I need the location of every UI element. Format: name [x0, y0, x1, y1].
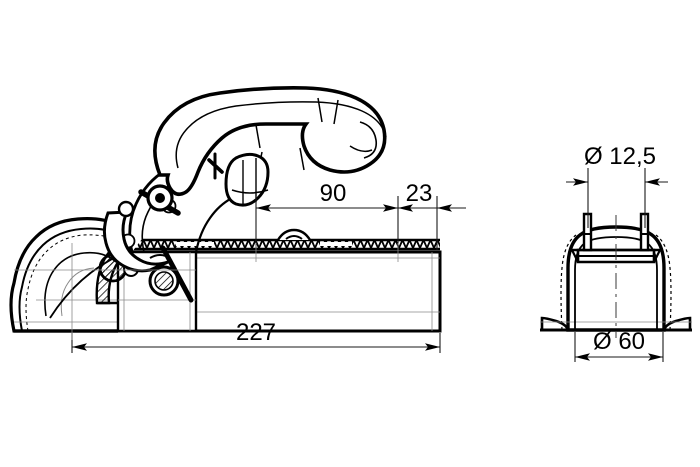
housing-diameter-text: Ø 60: [593, 328, 645, 355]
ninety-twentythree-dimension-group: 90 23: [255, 180, 466, 250]
draw-tube: [116, 228, 442, 333]
front-bolt-post-left: [582, 212, 593, 252]
bolt-diameter-text: Ø 12,5: [584, 143, 656, 170]
overall-length-dimension-group: 227: [71, 319, 441, 353]
overall-length-text: 227: [236, 319, 276, 346]
lever-nose-tab: [224, 152, 270, 207]
hand-lever-handle: [153, 86, 387, 197]
housing-diameter-dimension-group: Ø 60: [574, 328, 664, 362]
side-view-construction-lines: [14, 243, 399, 340]
twentythree-dimension-text: 23: [406, 180, 433, 207]
side-view-group: [9, 86, 442, 333]
front-view-group: [540, 212, 692, 338]
handle-outline: [153, 86, 387, 197]
front-bolt-post-right: [639, 212, 650, 252]
ninety-dimension-text: 90: [320, 180, 347, 207]
latch-lever-arm: [102, 184, 194, 303]
bolt-diameter-dimension-group: Ø 12,5: [566, 143, 668, 228]
